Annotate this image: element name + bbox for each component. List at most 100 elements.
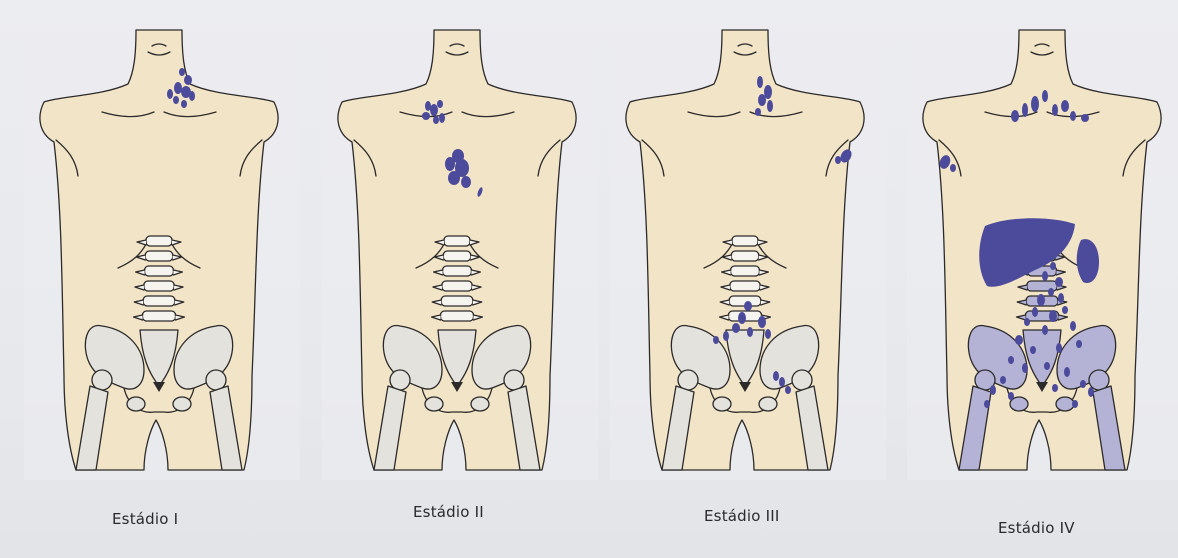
caption-stage-2: Estádio II bbox=[413, 503, 484, 521]
lymph-node-lesion bbox=[181, 100, 187, 108]
vertebra-t12 bbox=[732, 236, 758, 246]
body-silhouette bbox=[626, 30, 864, 470]
vertebra-l4 bbox=[143, 296, 175, 306]
lymph-node-lesion bbox=[1032, 307, 1038, 317]
lymph-node-lesion bbox=[1042, 271, 1048, 281]
lymph-node-lesion bbox=[757, 76, 763, 88]
lymph-node-lesion bbox=[1042, 90, 1048, 102]
caption-stage-4: Estádio IV bbox=[998, 519, 1075, 537]
lymph-node-lesion bbox=[174, 82, 182, 94]
lymph-node-lesion bbox=[744, 301, 752, 311]
lymph-node-lesion bbox=[422, 112, 430, 120]
vertebra-l2 bbox=[145, 266, 174, 276]
lymph-node-lesion bbox=[1076, 340, 1082, 348]
lymph-node-lesion bbox=[173, 96, 179, 104]
lymph-node-lesion bbox=[430, 104, 438, 116]
lymph-node-lesion bbox=[1044, 362, 1050, 370]
right-obturator bbox=[471, 397, 489, 411]
lymph-node-lesion bbox=[1037, 294, 1045, 306]
lymph-node-lesion bbox=[758, 316, 766, 328]
body-silhouette bbox=[40, 30, 278, 470]
right-obturator bbox=[1056, 397, 1074, 411]
lymph-node-lesion bbox=[1088, 387, 1094, 397]
lymph-node-lesion bbox=[167, 89, 173, 99]
lymph-node-lesion bbox=[765, 329, 771, 339]
left-obturator bbox=[127, 397, 145, 411]
vertebra-l5 bbox=[143, 311, 176, 321]
caption-stage-1: Estádio I bbox=[112, 510, 178, 528]
lymph-node-lesion bbox=[461, 176, 471, 188]
torso-stage-1 bbox=[24, 18, 300, 480]
torso-stage-2 bbox=[322, 18, 598, 480]
lymph-node-lesion bbox=[179, 68, 185, 76]
vertebra-l1 bbox=[731, 251, 758, 261]
vertebra-l3 bbox=[730, 281, 760, 291]
lymph-node-lesion bbox=[1062, 306, 1068, 314]
lymph-node-lesion bbox=[779, 377, 785, 387]
lymph-node-lesion bbox=[990, 385, 996, 395]
left-obturator bbox=[425, 397, 443, 411]
lymph-node-lesion bbox=[189, 91, 195, 101]
lymph-node-lesion bbox=[433, 116, 439, 124]
vertebra-l2 bbox=[443, 266, 472, 276]
lymph-node-lesion bbox=[758, 94, 766, 106]
lymph-node-lesion bbox=[1061, 100, 1069, 112]
right-obturator bbox=[173, 397, 191, 411]
lymph-node-lesion bbox=[1011, 110, 1019, 122]
lymph-node-lesion bbox=[445, 157, 455, 171]
torso-stage-3 bbox=[610, 18, 886, 480]
lymph-node-lesion bbox=[1000, 376, 1006, 384]
right-obturator bbox=[759, 397, 777, 411]
lymph-node-lesion bbox=[738, 312, 746, 324]
lymph-node-lesion bbox=[835, 156, 841, 164]
lymph-node-lesion bbox=[1048, 288, 1054, 296]
lymph-node-lesion bbox=[1022, 103, 1028, 117]
vertebra-l3 bbox=[144, 281, 174, 291]
lymph-node-lesion bbox=[1008, 356, 1014, 364]
body-silhouette bbox=[338, 30, 576, 470]
lymph-node-lesion bbox=[1072, 400, 1078, 408]
vertebra-l1 bbox=[145, 251, 172, 261]
lymph-node-lesion bbox=[437, 100, 443, 108]
vertebra-l1 bbox=[443, 251, 470, 261]
lymph-node-lesion bbox=[950, 164, 956, 172]
lymph-node-lesion bbox=[1056, 343, 1062, 353]
lymph-node-lesion bbox=[1070, 321, 1076, 331]
lymph-node-lesion bbox=[1008, 392, 1014, 400]
lymph-node-lesion bbox=[1022, 363, 1028, 373]
vertebra-l3 bbox=[442, 281, 472, 291]
vertebra-t12 bbox=[146, 236, 172, 246]
vertebra-l2 bbox=[731, 266, 760, 276]
lymph-node-lesion bbox=[448, 171, 460, 185]
caption-stage-3: Estádio III bbox=[704, 507, 779, 525]
lymph-node-lesion bbox=[755, 108, 761, 116]
lymph-node-lesion bbox=[1070, 111, 1076, 121]
lymph-node-lesion bbox=[747, 327, 753, 337]
lymph-node-lesion bbox=[1080, 380, 1086, 388]
lymph-node-lesion bbox=[1050, 262, 1056, 270]
lymph-node-lesion bbox=[1024, 318, 1030, 326]
lymph-node-lesion bbox=[1031, 96, 1039, 112]
vertebra-l4 bbox=[441, 296, 473, 306]
lymph-node-lesion bbox=[767, 100, 773, 112]
lymph-node-lesion bbox=[184, 75, 192, 85]
lymph-node-lesion bbox=[723, 331, 729, 341]
lymph-node-lesion bbox=[1052, 104, 1058, 116]
lymph-node-lesion bbox=[1081, 114, 1089, 122]
lymph-node-lesion bbox=[1055, 277, 1063, 287]
lymph-node-lesion bbox=[1042, 325, 1048, 335]
lymph-node-lesion bbox=[773, 371, 779, 381]
lymph-node-lesion bbox=[1058, 293, 1064, 303]
lymph-node-lesion bbox=[1064, 367, 1070, 377]
vertebra-t12 bbox=[444, 236, 470, 246]
lymph-node-lesion bbox=[785, 386, 791, 394]
lymph-node-lesion bbox=[1049, 310, 1057, 322]
lymph-node-lesion bbox=[984, 400, 990, 408]
lymph-node-lesion bbox=[439, 113, 445, 123]
lymph-node-lesion bbox=[732, 323, 740, 333]
lymph-node-lesion bbox=[713, 336, 719, 344]
lymph-node-lesion bbox=[1030, 346, 1036, 354]
vertebra-l5 bbox=[441, 311, 474, 321]
